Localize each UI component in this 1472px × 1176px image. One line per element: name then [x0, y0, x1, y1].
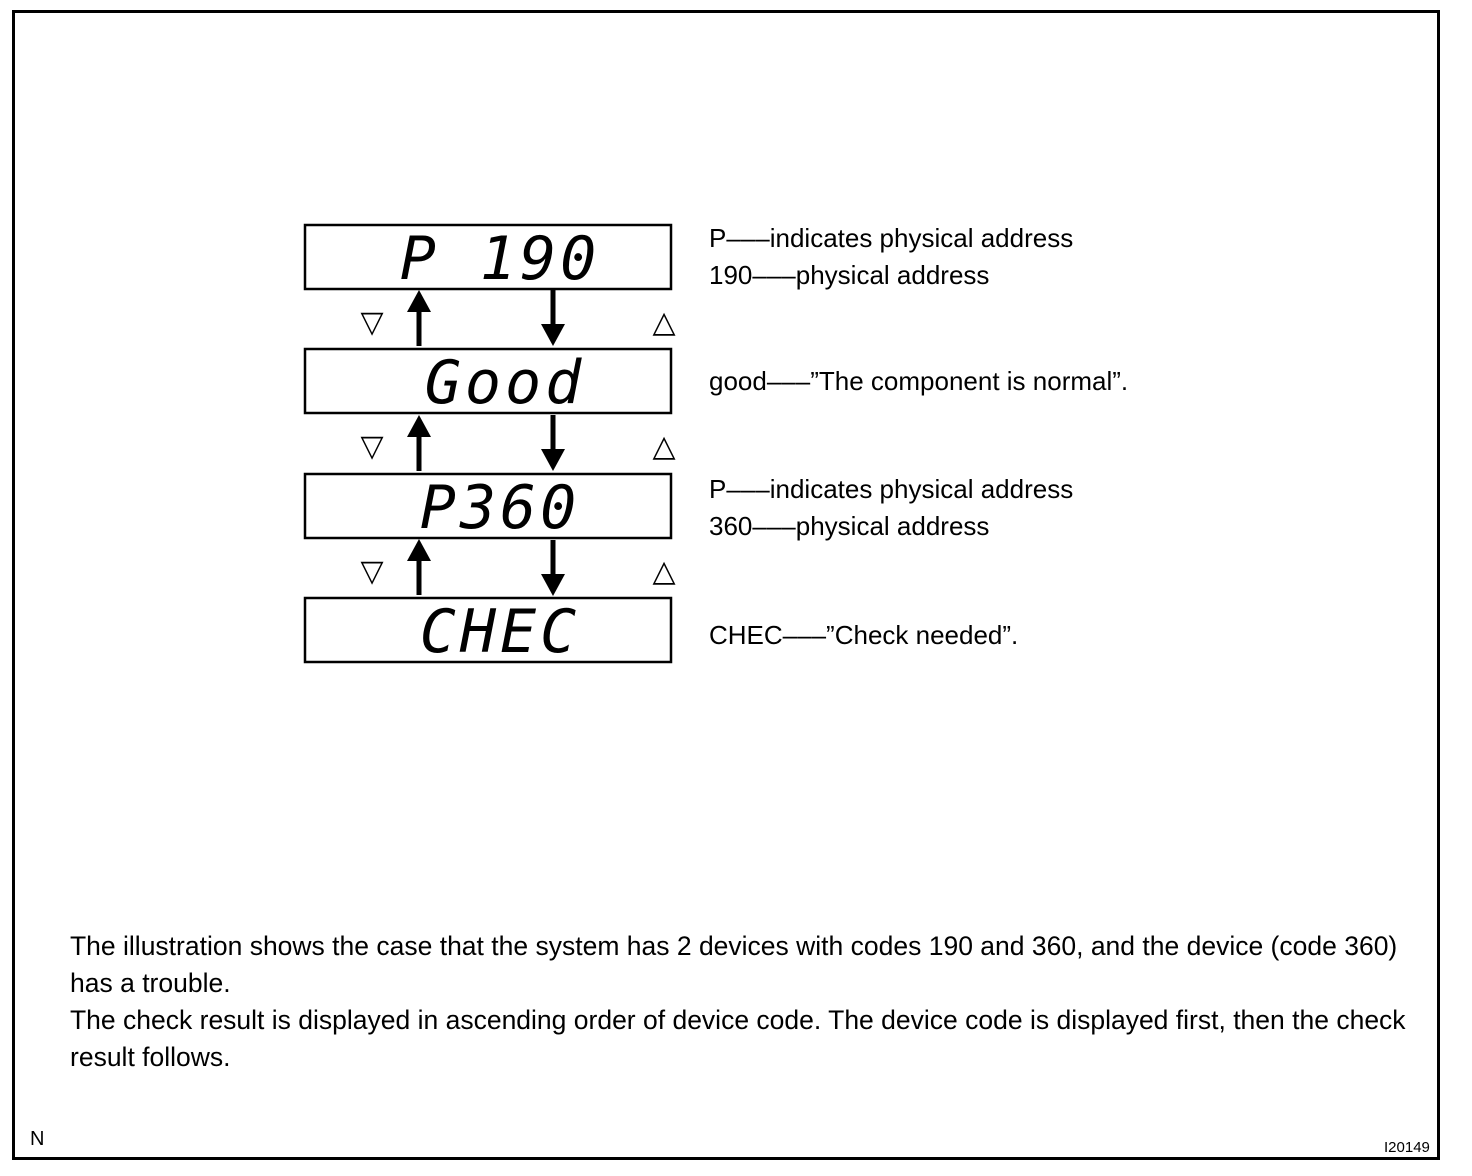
down-button-icon: ▽ — [360, 429, 383, 464]
display-4-description-line-1: CHEC–––”Check needed”. — [709, 620, 1018, 650]
figure-frame — [12, 10, 1440, 1160]
arrow-up-icon — [407, 290, 431, 346]
display-1-description-line-1: P–––indicates physical address — [709, 223, 1073, 253]
down-button-icon: ▽ — [360, 554, 383, 589]
display-frame-2 — [303, 347, 673, 415]
display-readout-4: CHEC — [420, 597, 581, 667]
display-frame-1 — [303, 223, 673, 291]
caption-paragraph-1: The illustration shows the case that the… — [70, 931, 1398, 998]
down-button-icon: ▽ — [360, 305, 383, 340]
caption-paragraph-2: The check result is displayed in ascendi… — [70, 1005, 1406, 1072]
arrow-up-icon — [407, 415, 431, 471]
display-readout-3: P360 — [420, 473, 581, 543]
display-2-description-line-1: good–––”The component is normal”. — [709, 366, 1128, 396]
figure-caption: The illustration shows the case that the… — [70, 928, 1410, 1076]
display-1-description-line-2: 190–––physical address — [709, 260, 989, 290]
display-box-4: CHEC — [303, 596, 673, 667]
figure-id: I20149 — [1384, 1139, 1430, 1156]
arrow-up-icon — [407, 539, 431, 595]
arrow-down-icon — [541, 540, 565, 596]
transition-1-2: ▽ △ — [360, 290, 676, 346]
display-3-description-line-2: 360–––physical address — [709, 511, 989, 541]
up-button-icon: △ — [652, 554, 675, 589]
arrow-down-icon — [541, 415, 565, 471]
transition-3-4: ▽ △ — [360, 539, 676, 596]
display-box-2: Good — [303, 347, 673, 418]
display-3-description-line-1: P–––indicates physical address — [709, 474, 1073, 504]
arrow-down-icon — [541, 290, 565, 346]
transition-2-3: ▽ △ — [360, 415, 676, 471]
display-readout-1: P 190 — [400, 224, 601, 294]
display-readout-2: Good — [425, 348, 586, 418]
display-box-3: P360 — [303, 472, 673, 543]
corner-mark: N — [30, 1128, 45, 1150]
display-frame-3 — [303, 472, 673, 540]
up-button-icon: △ — [652, 429, 675, 464]
display-box-1: P 190 — [303, 223, 673, 294]
display-frame-4 — [303, 596, 673, 664]
up-button-icon: △ — [652, 305, 675, 340]
